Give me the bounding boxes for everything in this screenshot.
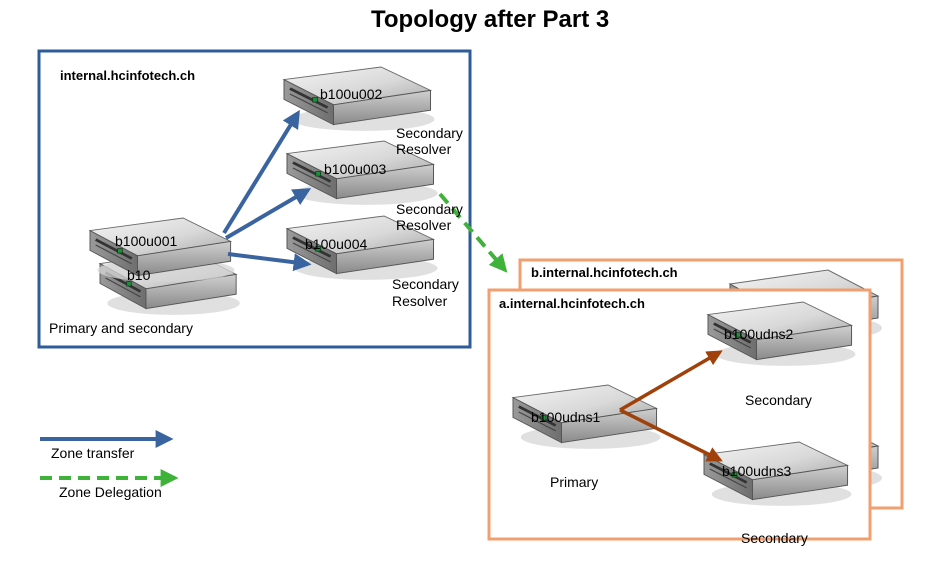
role-primary: Primary (550, 474, 599, 490)
role-u002-line2: Resolver (396, 141, 452, 157)
zone-box-internal (37, 49, 472, 349)
role-u003-line1: Secondary (396, 201, 463, 217)
role-dns2: Secondary (745, 392, 812, 408)
transfer-arrow-u004 (227, 252, 312, 272)
zone-label-a: a.internal.hcinfotech.ch (499, 296, 645, 311)
zone-label-internal: internal.hcinfotech.ch (60, 68, 196, 83)
transfer-arrow-dns2 (619, 350, 723, 412)
transfer-arrow-u002 (222, 109, 300, 235)
zone-label-b: b.internal.hcinfotech.ch (531, 265, 678, 280)
role-u002-line1: Secondary (396, 125, 463, 141)
server-label-b100u001-back: b10 (127, 267, 151, 283)
server-label-b100udns3: b100udns3 (722, 463, 792, 479)
role-u004-line1: Secondary (392, 276, 459, 292)
server-b100u001-icon (88, 216, 236, 284)
server-label-b100u002: b100u002 (320, 86, 383, 102)
server-label-b100u001: b100u001 (115, 233, 178, 249)
role-u003-line2: Resolver (396, 217, 452, 233)
server-label-b100u003: b100u003 (324, 161, 387, 177)
server-label-b100udns2: b100udns2 (724, 326, 794, 342)
role-u004-line2: Resolver (392, 293, 448, 309)
delegation-arrow (438, 192, 508, 273)
transfer-arrow-dns3 (619, 408, 723, 462)
legend-zone-delegation: Zone Delegation (59, 484, 162, 500)
server-label-b100u004: b100u004 (305, 236, 368, 252)
server-label-b100udns1: b100udns1 (531, 409, 601, 425)
transfer-arrow-u003 (224, 188, 312, 240)
role-primary-and-secondary: Primary and secondary (49, 320, 193, 336)
legend-zone-transfer: Zone transfer (51, 445, 135, 461)
role-dns3: Secondary (741, 530, 808, 546)
page-title: Topology after Part 3 (371, 6, 610, 33)
